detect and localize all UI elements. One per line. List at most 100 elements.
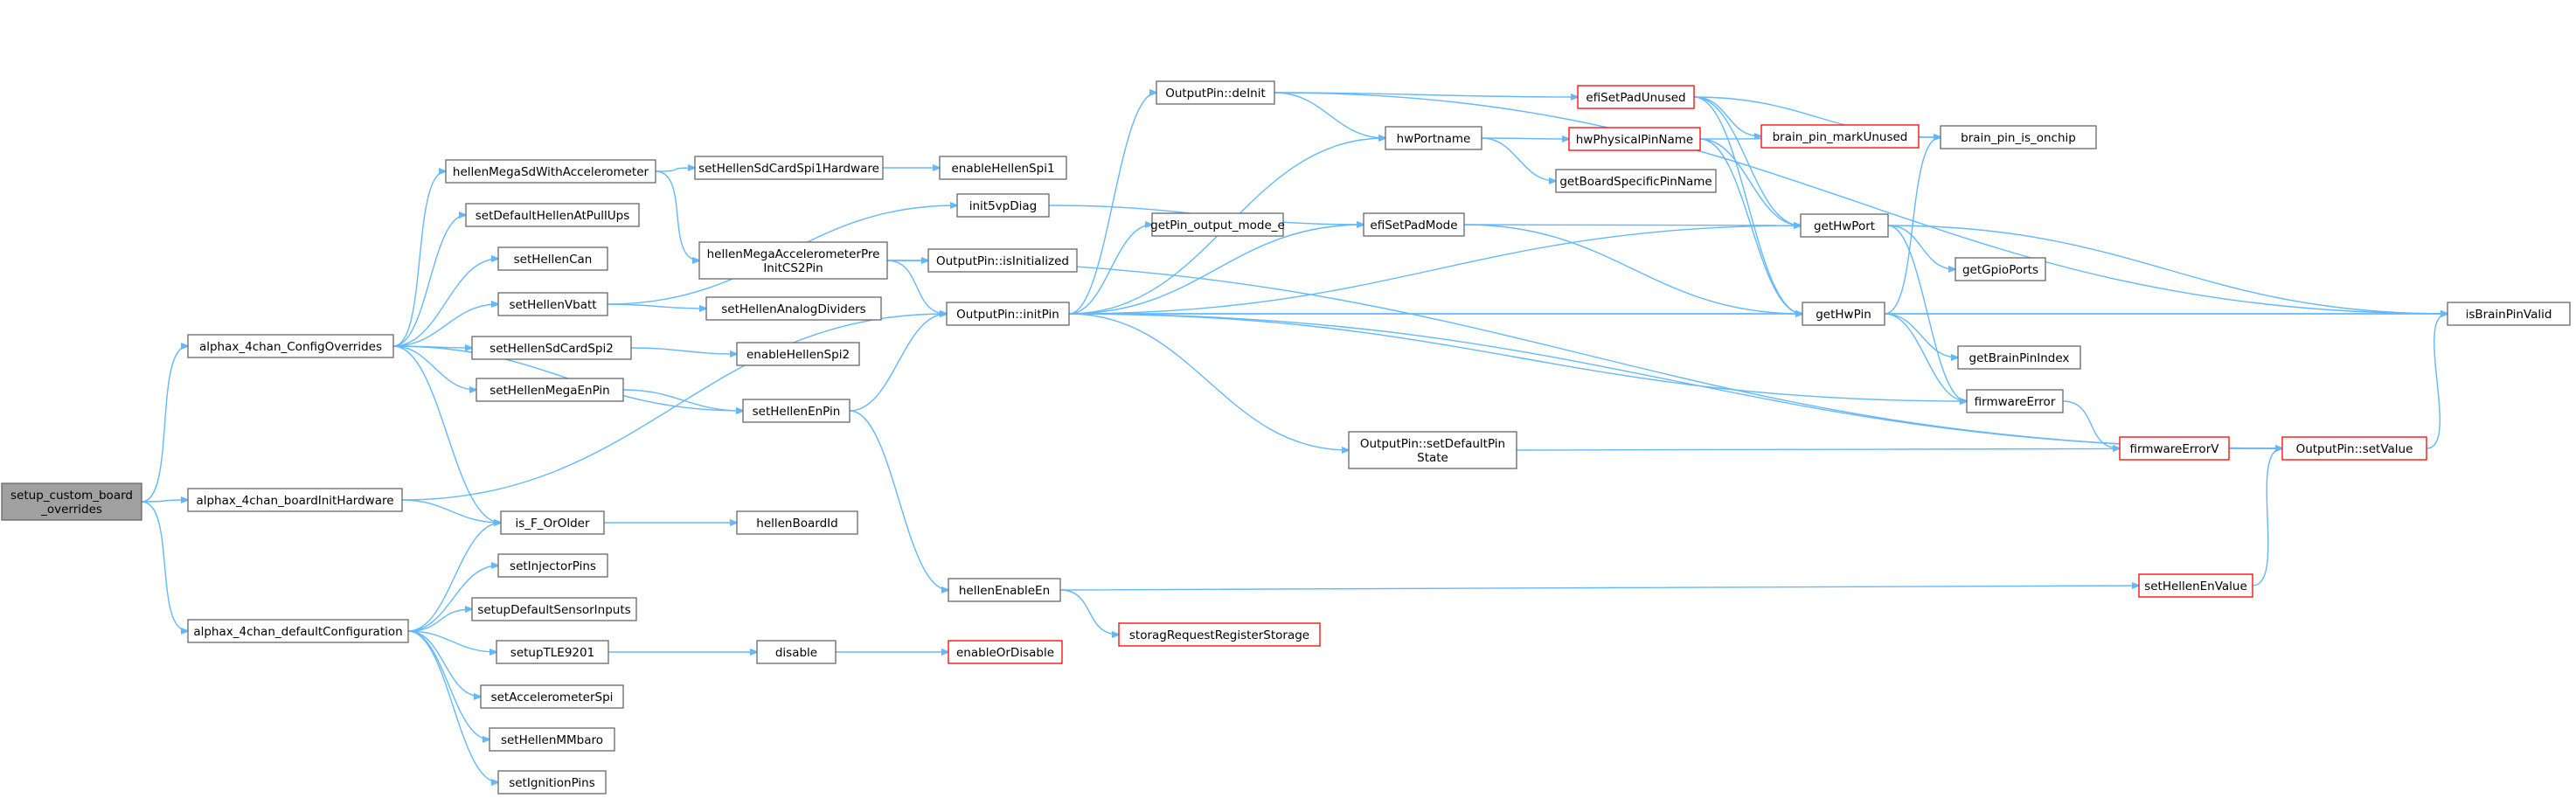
node-label: enableHellenSpi2 [746, 348, 850, 362]
node-getBoardSpecPin[interactable]: getBoardSpecificPinName [1555, 169, 1717, 193]
edge-firmwareError-to-firmwareErrorV [2062, 400, 2120, 448]
node-box [1966, 389, 2064, 413]
node-box [497, 770, 607, 795]
node-label: InitCS2Pin [763, 261, 823, 275]
node-label: init5vpDiag [969, 199, 1038, 213]
edge-defaultCfg-to-setupTLE [407, 630, 496, 652]
node-setMMbaro[interactable]: setHellenMMbaro [489, 727, 615, 752]
node-brainOnchip[interactable]: brain_pin_is_onchip [1940, 125, 2097, 149]
node-setMegaEnPin[interactable]: setHellenMegaEnPin [476, 378, 624, 402]
node-box [736, 510, 858, 535]
node-defaultCfg[interactable]: alphax_4chan_defaultConfiguration [187, 619, 409, 643]
node-storagReq[interactable]: storagRequestRegisterStorage [1118, 622, 1321, 647]
node-hellenBoardId[interactable]: hellenBoardId [736, 510, 858, 535]
edge-setEnPin-to-hellenEnableEn [849, 410, 948, 590]
node-label: firmwareError [1975, 395, 2056, 409]
node-hwPhysPinName[interactable]: hwPhysicalPinName [1568, 127, 1701, 151]
edge-root-to-defaultCfg [141, 501, 188, 631]
node-box [1348, 431, 1517, 469]
node-label: alphax_4chan_ConfigOverrides [199, 340, 382, 354]
node-enableSpi1[interactable]: enableHellenSpi1 [939, 156, 1067, 180]
node-setValue[interactable]: OutputPin::setValue [2281, 436, 2427, 461]
node-box [1151, 212, 1284, 237]
node-efiSetPadMode[interactable]: efiSetPadMode [1363, 212, 1465, 237]
node-label: hwPortname [1397, 132, 1471, 146]
node-setupTLE[interactable]: setupTLE9201 [496, 640, 609, 664]
node-getBrainPinIdx[interactable]: getBrainPinIndex [1957, 345, 2081, 370]
node-firmwareErrorV[interactable]: firmwareErrorV [2119, 436, 2230, 461]
node-setEnPin[interactable]: setHellenEnPin [742, 399, 851, 423]
node-firmwareError[interactable]: firmwareError [1966, 389, 2064, 413]
edge-cfgOverrides-to-setDefPullUps [392, 215, 466, 347]
edges-layer [141, 92, 2448, 782]
edge-deInit-to-isBrainPinValid [1274, 92, 2448, 314]
node-box [927, 248, 1078, 273]
node-label: storagRequestRegisterStorage [1129, 628, 1309, 642]
node-setAnalogDiv[interactable]: setHellenAnalogDividers [705, 296, 882, 321]
node-root[interactable]: setup_custom_board_overrides [1, 482, 142, 521]
edge-efiSetPadMode-to-getHwPort [1463, 225, 1801, 226]
node-box [948, 578, 1061, 602]
node-box [187, 334, 394, 358]
node-setEnValue[interactable]: setHellenEnValue [2138, 573, 2253, 598]
node-deInit[interactable]: OutputPin::deInit [1156, 80, 1275, 105]
node-box [500, 510, 605, 535]
node-box [1760, 124, 1920, 149]
node-enableSpi2[interactable]: enableHellenSpi2 [736, 342, 860, 366]
edge-hellenMegaSd-to-setSdSpi1Hw [655, 168, 695, 172]
node-init5vp[interactable]: init5vpDiag [956, 193, 1050, 218]
node-boardInit[interactable]: alphax_4chan_boardInitHardware [187, 488, 403, 512]
node-label: OutputPin::initPin [956, 308, 1059, 322]
node-box [756, 640, 837, 664]
node-label: disable [775, 646, 817, 660]
node-setSdSpi1Hw[interactable]: setHellenSdCardSpi1Hardware [694, 156, 884, 180]
node-label: setInjectorPins [510, 559, 596, 573]
node-cfgOverrides[interactable]: alphax_4chan_ConfigOverrides [187, 334, 394, 358]
edge-setHellenVbatt-to-setAnalogDiv [607, 303, 706, 309]
node-label: alphax_4chan_defaultConfiguration [193, 625, 402, 639]
node-isBrainPinValid[interactable]: isBrainPinValid [2447, 302, 2571, 326]
node-brainMarkUnused[interactable]: brain_pin_markUnused [1760, 124, 1920, 149]
node-disable[interactable]: disable [756, 640, 837, 664]
edge-setEnValue-to-setValue [2252, 448, 2282, 586]
node-label: setHellenMMbaro [501, 733, 603, 747]
node-label: State [1417, 451, 1448, 465]
node-box [1800, 213, 1889, 238]
node-setDefPullUps[interactable]: setDefaultHellenAtPullUps [465, 203, 640, 227]
node-label: getBrainPinIndex [1969, 351, 2070, 365]
node-box [1957, 345, 2081, 370]
node-hwPortname[interactable]: hwPortname [1385, 126, 1482, 150]
node-getPinOutMode[interactable]: getPin_output_mode_e [1150, 212, 1285, 237]
node-getGpioPorts[interactable]: getGpioPorts [1955, 257, 2046, 281]
edge-cfgOverrides-to-setHellenCan [392, 259, 498, 347]
node-setSdSpi2[interactable]: setHellenSdCardSpi2 [471, 336, 632, 360]
node-getHwPin[interactable]: getHwPin [1802, 302, 1885, 326]
node-box [497, 246, 608, 271]
node-getHwPort[interactable]: getHwPort [1800, 213, 1889, 238]
node-setIgnPins[interactable]: setIgnitionPins [497, 770, 607, 795]
edge-getHwPin-to-firmwareError [1884, 313, 1967, 401]
node-setInjPins[interactable]: setInjectorPins [497, 553, 608, 578]
edge-initPin-to-firmwareError [1068, 313, 1967, 401]
node-label: is_F_OrOlder [515, 517, 589, 531]
node-label: setAccelerometerSpi [491, 690, 614, 704]
node-enableOrDisable[interactable]: enableOrDisable [948, 640, 1063, 664]
node-hellenMegaSd[interactable]: hellenMegaSdWithAccelerometer [445, 159, 656, 184]
node-label: setIgnitionPins [509, 776, 595, 790]
node-box [1955, 257, 2046, 281]
node-initPin[interactable]: OutputPin::initPin [946, 302, 1070, 326]
edge-hwPortname-to-hwPhysPinName [1481, 138, 1569, 139]
node-isInitialized[interactable]: OutputPin::isInitialized [927, 248, 1078, 273]
node-setHellenCan[interactable]: setHellenCan [497, 246, 608, 271]
node-efiSetPadUnused[interactable]: efiSetPadUnused [1577, 85, 1695, 109]
node-isFOrOlder[interactable]: is_F_OrOlder [500, 510, 605, 535]
edge-efiSetPadUnused-to-getHwPort [1693, 96, 1801, 226]
node-setAccelSpi[interactable]: setAccelerometerSpi [480, 684, 624, 709]
node-hellenEnableEn[interactable]: hellenEnableEn [948, 578, 1061, 602]
node-setHellenVbatt[interactable]: setHellenVbatt [497, 292, 608, 316]
node-setupDefSensors[interactable]: setupDefaultSensorInputs [471, 597, 637, 621]
node-label: hellenMegaAccelerometerPre [707, 247, 880, 261]
edge-hellenEnableEn-to-storagReq [1059, 589, 1119, 635]
